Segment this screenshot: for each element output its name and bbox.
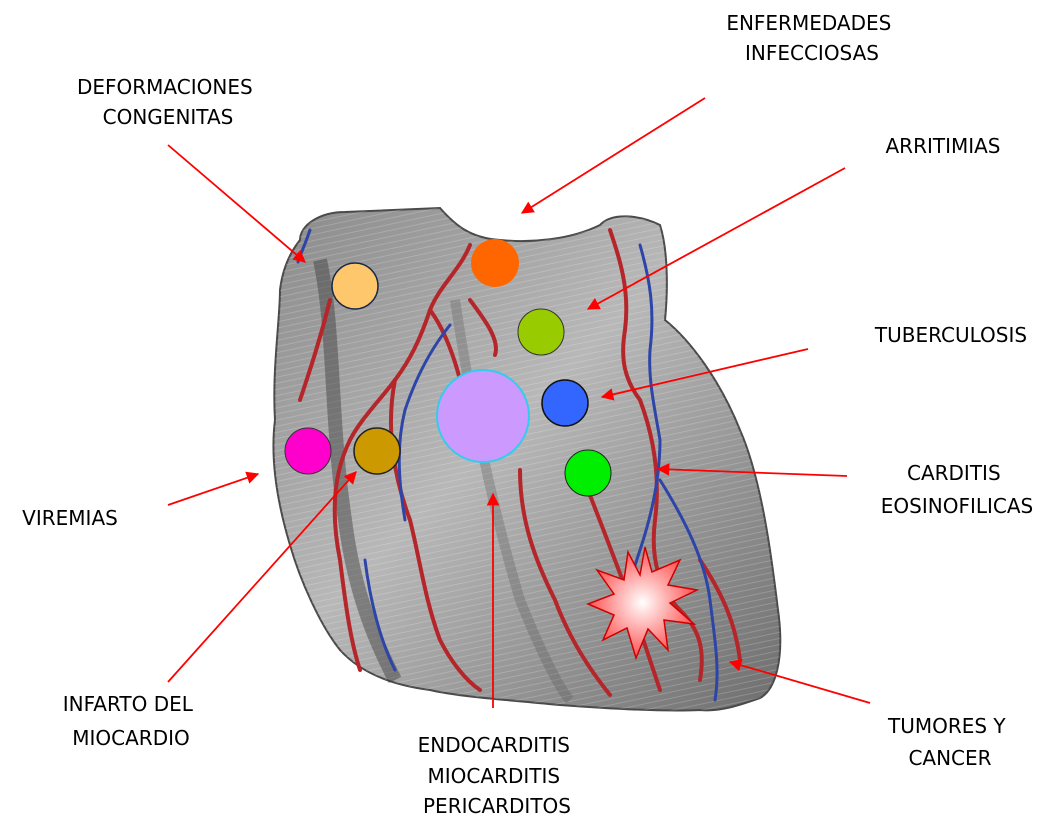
marker-carditis [565,450,611,496]
label-tuberculosis: TUBERCULOSIS [874,323,1027,347]
label-arritimias: ARRITIMIAS [885,134,1000,158]
marker-infarto [354,428,400,474]
arrow-deformaciones [168,145,305,262]
marker-endocarditis [437,370,529,462]
marker-tuberculosis [542,380,588,426]
arrow-viremias [168,474,258,505]
label-carditis: CARDITIS EOSINOFILICAS [881,461,1033,518]
label-tumores: TUMORES Y CANCER [887,714,1012,770]
label-enfermedades: ENFERMEDADES INFECCIOSAS [726,11,897,65]
label-deformaciones: DEFORMACIONES CONGENITAS [77,75,259,129]
marker-enfermedades [471,239,519,287]
label-viremias: VIREMIAS [22,506,118,530]
marker-viremias [285,428,331,474]
arrow-enfermedades [522,98,705,213]
label-endocarditis: ENDOCARDITIS MIOCARDITIS PERICARDITOS [418,733,577,818]
label-infarto: INFARTO DEL MIOCARDIO [63,692,200,750]
marker-arritimias [518,309,564,355]
marker-deformaciones [332,263,378,309]
